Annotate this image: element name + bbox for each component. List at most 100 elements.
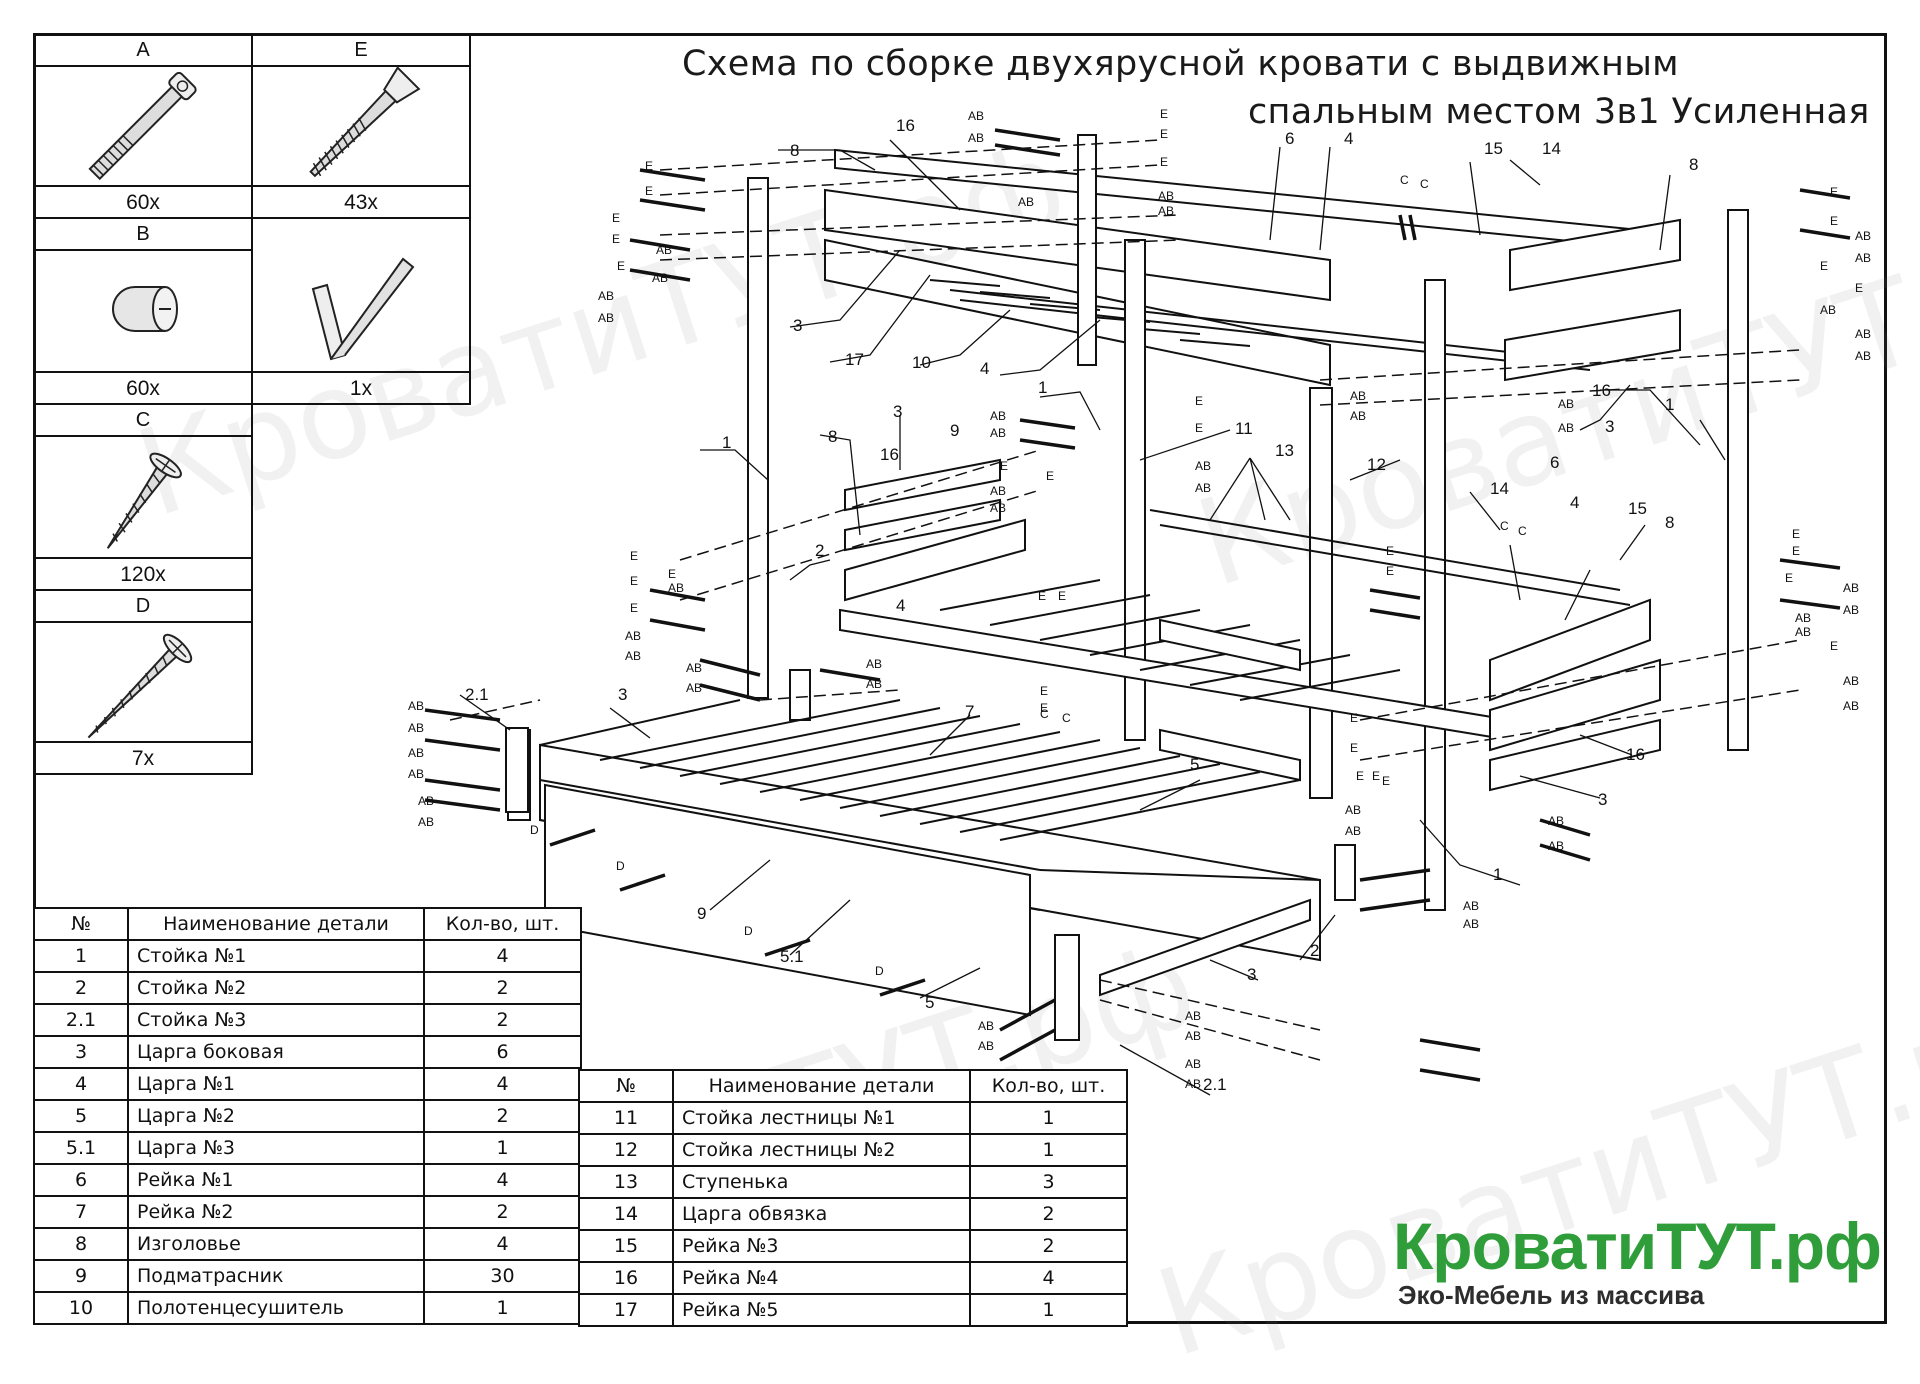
fastener-mark: AB [408,767,424,781]
part-qty: 1 [423,1291,582,1325]
callout-label: 12 [1367,455,1386,474]
fastener-mark: C [1518,524,1527,538]
fastener-qty: 1x [349,377,373,400]
fastener-mark: E [1195,394,1203,408]
callout-label: 8 [790,141,799,160]
part-qty: 2 [423,971,582,1005]
fastener-mark: AB [968,131,984,145]
part-name: Рейка №2 [127,1195,425,1229]
fastener-mark: E [1785,571,1793,585]
fastener-qty: 60x [126,377,160,400]
callout-label: 6 [1550,453,1559,472]
fastener-mark: D [530,823,539,837]
fastener-mark: AB [978,1019,994,1033]
part-number: 5.1 [33,1131,129,1165]
fastener-mark: AB [1345,803,1361,817]
fastener-mark: C [1500,519,1509,533]
fastener-mark: AB [1350,409,1366,423]
column-header: № [33,907,129,941]
table-header-row: № Наименование детали Кол-во, шт. [33,907,582,941]
part-name: Царга №3 [127,1131,425,1165]
fastener-mark: AB [1795,611,1811,625]
part-name: Стойка №2 [127,971,425,1005]
fastener-mark: E [645,184,653,198]
fastener-mark: D [744,924,753,938]
callout-label: 1 [1038,378,1047,397]
fastener-mark: E [1160,127,1168,141]
part-name: Царга №1 [127,1067,425,1101]
fastener-mark: C [1040,707,1049,721]
callout-label: 4 [896,596,905,615]
column-header: Кол-во, шт. [423,907,582,941]
fastener-mark: E [1830,185,1838,199]
part-number: 12 [578,1133,674,1167]
fastener-mark: E [1350,711,1358,725]
fastener-mark: AB [1843,581,1859,595]
hex-key-icon [311,257,415,361]
fastener-mark: AB [1345,824,1361,838]
fastener-mark: AB [990,484,1006,498]
fastener-mark: E [1046,469,1054,483]
fastener-mark: AB [1195,481,1211,495]
fastener-mark: AB [990,409,1006,423]
fastener-mark: AB [1463,917,1479,931]
part-name: Рейка №1 [127,1163,425,1197]
diagram-title-line2: спальным местом 3в1 Усиленная [1248,92,1870,132]
fastener-mark: AB [656,243,672,257]
fastener-mark: AB [408,699,424,713]
fastener-mark: AB [1548,814,1564,828]
callout-label: 2.1 [1203,1075,1227,1094]
fastener-mark: D [875,964,884,978]
fastener-mark: AB [1350,389,1366,403]
fastener-mark: AB [652,271,668,285]
fastener-mark: AB [1855,251,1871,265]
fastener-mark: AB [625,629,641,643]
part-number: 4 [33,1067,129,1101]
fastener-cell-d: D 7x [33,589,253,775]
fastener-mark: E [1855,281,1863,295]
callout-label: 16 [1626,745,1645,764]
fastener-mark: AB [1195,459,1211,473]
fastener-mark: AB [1795,625,1811,639]
part-qty: 1 [969,1101,1128,1135]
part-qty: 2 [969,1229,1128,1263]
fastener-mark: AB [1463,899,1479,913]
fastener-mark: E [1386,564,1394,578]
diagram-title-line1: Схема по сборке двухярусной кровати с вы… [682,44,1679,84]
callout-label: 5 [925,993,934,1012]
part-name: Подматрасник [127,1259,425,1293]
fastener-mark: E [1038,589,1046,603]
part-number: 2.1 [33,1003,129,1037]
screw-icon [106,452,182,549]
part-number: 14 [578,1197,674,1231]
fastener-mark: E [1792,544,1800,558]
fastener-mark: E [1830,214,1838,228]
part-name: Царга №2 [127,1099,425,1133]
callout-label: 8 [828,427,837,446]
fastener-mark: AB [866,657,882,671]
part-qty: 2 [423,1099,582,1133]
fastener-qty: 120x [120,563,166,586]
callout-label: 4 [1344,129,1353,148]
fastener-mark: AB [1855,349,1871,363]
fastener-mark: E [1372,769,1380,783]
fastener-mark: AB [625,649,641,663]
fastener-mark: AB [978,1039,994,1053]
fastener-qty: 60x [126,191,160,214]
callout-label: 15 [1628,499,1647,518]
callout-label: 16 [896,116,915,135]
part-number: 3 [33,1035,129,1069]
part-qty: 2 [969,1197,1128,1231]
fastener-mark: AB [1185,1057,1201,1071]
callout-label: 1 [1493,865,1502,884]
fastener-mark: AB [408,746,424,760]
part-number: 8 [33,1227,129,1261]
fastener-cell-a: A 60x [33,33,253,219]
fastener-code: D [135,595,151,617]
